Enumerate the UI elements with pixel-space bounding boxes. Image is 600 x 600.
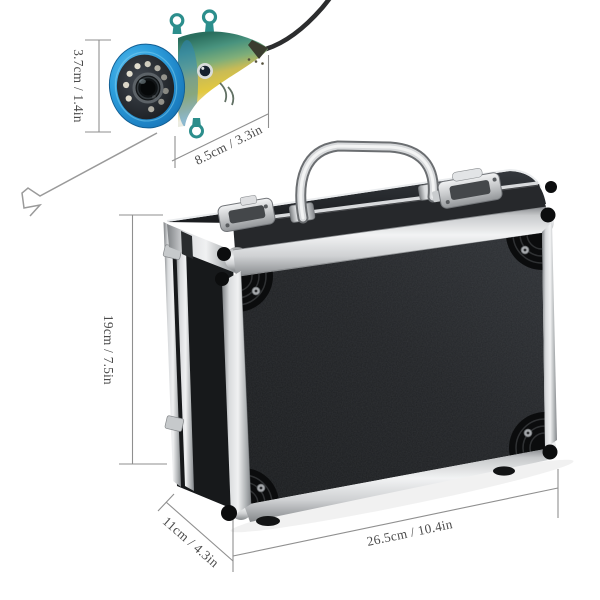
gill-lines [219, 82, 235, 106]
hinge-bottom [164, 415, 185, 432]
camera-diameter-line [85, 39, 111, 133]
body-spots [247, 58, 264, 65]
top-eyelets [169, 9, 218, 34]
case-feet [256, 466, 515, 526]
case-latch-left [217, 195, 276, 233]
case-front-left-trim [222, 271, 251, 517]
case-band [232, 206, 551, 277]
case-width-line [232, 469, 559, 572]
camera-diameter-label: 3.7cm / 1.4in [71, 49, 86, 123]
fish-eye [197, 63, 213, 79]
dimension-lines [85, 39, 559, 572]
front-left-trim-edge [240, 271, 252, 505]
carry-case [162, 140, 574, 533]
case-bottom-trim [244, 449, 553, 522]
corner-rivets [251, 245, 533, 493]
fish-camera [108, 9, 268, 139]
camera-lens [132, 72, 164, 104]
case-latch-right [432, 168, 503, 209]
eyelet-front-icon [169, 13, 185, 28]
case-back-trim-inner [175, 228, 194, 491]
hanging-wire [21, 132, 158, 217]
case-shadow [230, 459, 574, 533]
corner-bumpers [215, 181, 558, 521]
case-right-trim [542, 222, 557, 448]
eyelet-bottom-icon [189, 123, 204, 139]
case-handle [288, 140, 444, 224]
case-width-label: 26.5cm / 10.4in [365, 516, 454, 549]
lid-left-slot [181, 231, 193, 259]
camera-length-line [171, 55, 270, 168]
case-height-line [119, 214, 167, 465]
tail-cap [248, 40, 268, 59]
case-height-label: 19cm / 7.5in [101, 315, 116, 385]
case-depth-line [157, 493, 234, 562]
body-blue-shade [178, 40, 198, 127]
fish-body [178, 31, 268, 127]
camera-cable [263, 0, 332, 52]
led-ring [123, 61, 169, 113]
case-depth-label: 11cm / 4.3in [160, 513, 222, 570]
bottom-eyelet [189, 118, 204, 139]
eyelet-rear-icon [201, 9, 218, 25]
